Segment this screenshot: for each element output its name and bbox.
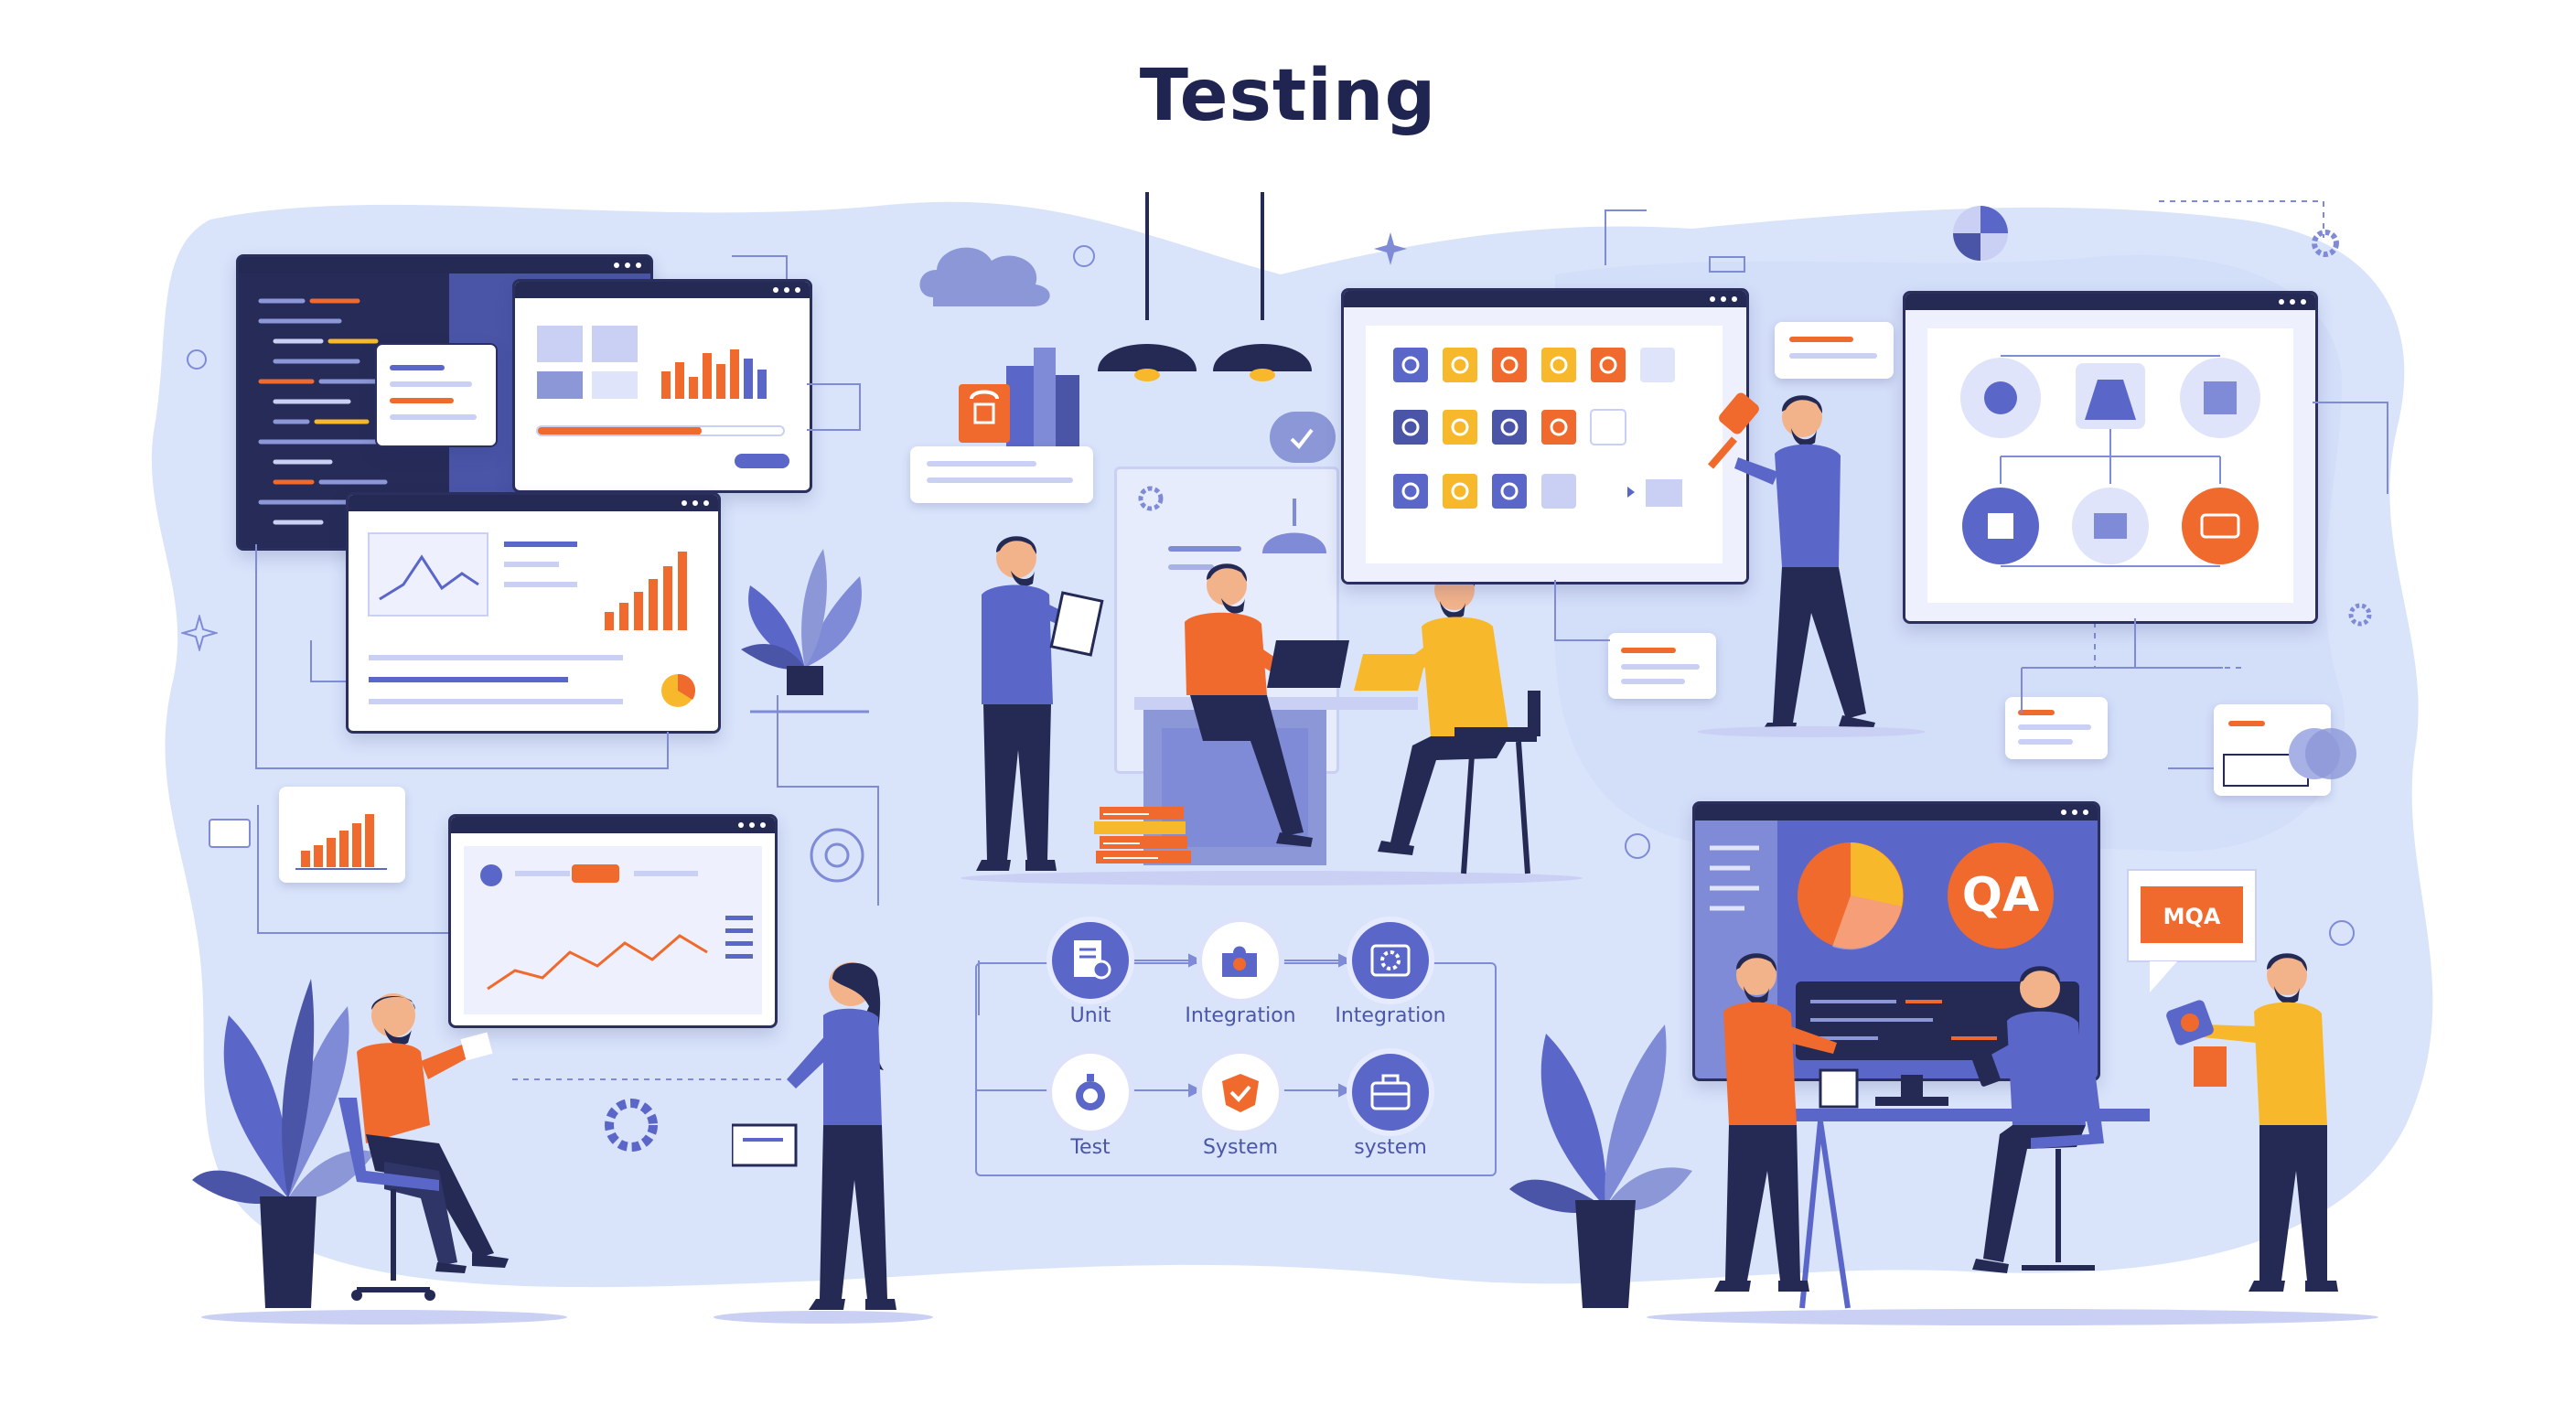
sparkle-icon — [181, 615, 218, 651]
right-potted-plant — [1509, 1024, 1692, 1308]
page-title: Testing — [1139, 55, 1437, 137]
desk-lamp — [1262, 499, 1326, 553]
speech-card-3 — [1608, 633, 1716, 699]
flow-node-integration-1[interactable] — [1197, 917, 1284, 1004]
tag-card — [1709, 256, 1745, 273]
person-seated-yellow — [1354, 568, 1540, 874]
flow-label-integration-2: Integration — [1335, 1004, 1446, 1027]
mqa-badge: MQA — [2163, 904, 2221, 929]
gear-icon — [605, 1099, 658, 1152]
person-yellow-standing — [2166, 953, 2338, 1292]
app-icon-grid — [1344, 307, 1746, 582]
gear-cog-icon — [1370, 944, 1411, 977]
bar-chart-window — [512, 279, 812, 493]
flow-label-integration-1: Integration — [1185, 1004, 1296, 1027]
toggle-card — [209, 819, 251, 848]
mqa-speech-bubble — [2127, 869, 2257, 992]
flow-label-system-1: System — [1202, 1136, 1279, 1159]
person-standing-woman — [732, 962, 896, 1310]
small-circle-icon-4 — [2329, 920, 2355, 946]
person-blue-seated — [1971, 966, 2104, 1273]
puzzle-person-icon — [1222, 946, 1257, 977]
small-circle-icon-2 — [1073, 245, 1095, 267]
diagram-window — [1903, 291, 2318, 624]
floor-shadows — [201, 1309, 2378, 1325]
flow-node-system-2[interactable] — [1347, 1048, 1434, 1136]
check-icon — [1290, 428, 1314, 450]
small-popup-window — [375, 343, 498, 447]
person-sitting-orange — [338, 993, 509, 1301]
shield-check-icon — [1222, 1074, 1259, 1112]
sparkle-icon-2 — [1374, 232, 1407, 265]
speech-bubble-card — [910, 446, 1093, 503]
mini-bar-chart-card — [279, 787, 405, 883]
potted-plant — [741, 549, 869, 713]
floor-line-2 — [1697, 726, 1926, 737]
person-with-hammer — [1707, 392, 1875, 734]
floor-line — [961, 871, 1583, 885]
stopwatch-icon — [1076, 1074, 1105, 1110]
document-magnifier-icon — [1074, 940, 1111, 980]
line-chart-window — [448, 814, 778, 1028]
target-icon — [810, 828, 864, 883]
hanging-lamps — [1098, 192, 1312, 381]
flow-label-system-2: system — [1354, 1136, 1427, 1159]
briefcase-icon — [1370, 1074, 1411, 1110]
flow-node-system-1[interactable] — [1197, 1048, 1284, 1136]
city-buildings — [959, 348, 1079, 457]
book-stack — [1094, 807, 1191, 863]
analytics-window — [346, 492, 721, 734]
small-circle-icon-3 — [1625, 833, 1650, 859]
person-laptop-orange — [1185, 563, 1349, 847]
icon-grid-window — [1341, 288, 1749, 585]
flow-node-unit[interactable] — [1046, 917, 1134, 1004]
qa-badge: QA — [1961, 868, 2040, 923]
flow-label-unit: Unit — [1069, 1004, 1111, 1027]
small-circle-icon — [187, 349, 207, 370]
check-pill — [1270, 412, 1336, 463]
pie-chart-icon — [1953, 206, 2008, 261]
person-orange-standing — [1714, 953, 1859, 1292]
flow-node-integration-2[interactable] — [1347, 917, 1434, 1004]
person-with-tablet — [976, 536, 1104, 871]
monitor-stand — [1875, 1075, 1948, 1106]
settings-gear-icon — [2312, 230, 2339, 257]
avatar-circles — [2289, 728, 2356, 779]
org-diagram — [1905, 310, 2315, 621]
flow-label-test: Test — [1070, 1136, 1111, 1159]
gear-icon-2 — [1138, 486, 1164, 511]
settings-gear-icon-2 — [2348, 603, 2372, 627]
cloud-icon — [919, 247, 1050, 306]
flow-node-test[interactable] — [1046, 1048, 1134, 1136]
speech-card-2 — [1775, 322, 1894, 379]
